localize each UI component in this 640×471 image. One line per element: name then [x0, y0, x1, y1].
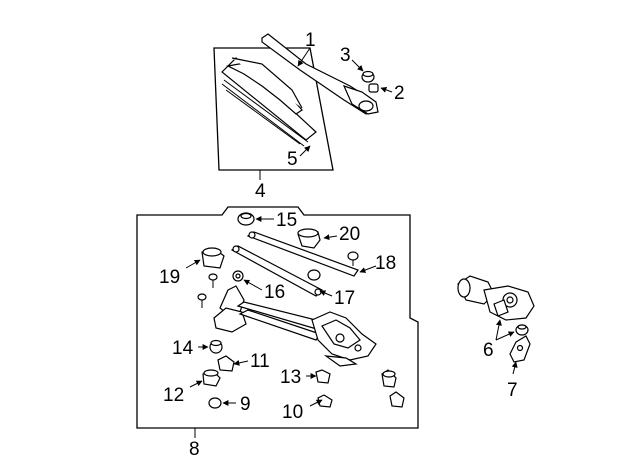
wiper-arm[interactable] — [261, 33, 379, 115]
label-14: 14 — [172, 338, 194, 359]
label-5: 5 — [287, 149, 298, 170]
grommet-17[interactable] — [307, 269, 321, 281]
label-20: 20 — [339, 224, 360, 245]
label-15: 15 — [276, 210, 297, 231]
wiper-motor[interactable] — [457, 275, 535, 321]
label-4: 4 — [255, 181, 266, 202]
bushing-right-b[interactable] — [389, 391, 405, 408]
wiper-linkage[interactable] — [213, 285, 377, 367]
label-7: 7 — [507, 380, 518, 401]
label-8: 8 — [189, 439, 200, 460]
label-12: 12 — [163, 385, 184, 406]
washer-16[interactable] — [232, 270, 244, 282]
label-17: 17 — [334, 288, 355, 309]
bushing-12[interactable] — [202, 369, 221, 387]
label-13: 13 — [280, 367, 301, 388]
cushion-20[interactable] — [297, 228, 321, 249]
leader-lines — [185, 47, 518, 407]
motor-bracket-7[interactable] — [509, 335, 531, 363]
bushing-right-a[interactable] — [381, 369, 397, 388]
arm-cap[interactable] — [361, 70, 375, 83]
label-19: 19 — [159, 267, 180, 288]
callout-labels: 1 2 3 4 5 6 7 8 9 10 11 12 13 14 15 16 1… — [159, 30, 518, 460]
motor-grommet-6[interactable] — [515, 324, 529, 336]
label-11: 11 — [250, 351, 270, 372]
label-9: 9 — [240, 394, 251, 415]
link-rod-upper[interactable] — [246, 231, 359, 277]
bushing-19[interactable] — [201, 247, 225, 269]
grommet-15[interactable] — [237, 212, 255, 226]
label-10: 10 — [282, 402, 303, 423]
bushing-11[interactable] — [217, 355, 235, 372]
bolt-small-a[interactable] — [208, 273, 218, 288]
label-18: 18 — [375, 253, 396, 274]
label-1: 1 — [305, 30, 316, 51]
arm-nut[interactable] — [368, 83, 379, 93]
bushing-14[interactable] — [209, 339, 223, 354]
wiper-blade[interactable] — [221, 57, 317, 147]
label-3: 3 — [340, 45, 351, 66]
nut-9[interactable] — [208, 397, 222, 409]
nut-13[interactable] — [315, 369, 331, 384]
label-6: 6 — [483, 340, 494, 361]
bolt-small-b[interactable] — [197, 293, 207, 308]
label-2: 2 — [394, 83, 405, 104]
label-16: 16 — [264, 282, 285, 303]
bolt-18-area[interactable] — [347, 251, 359, 266]
